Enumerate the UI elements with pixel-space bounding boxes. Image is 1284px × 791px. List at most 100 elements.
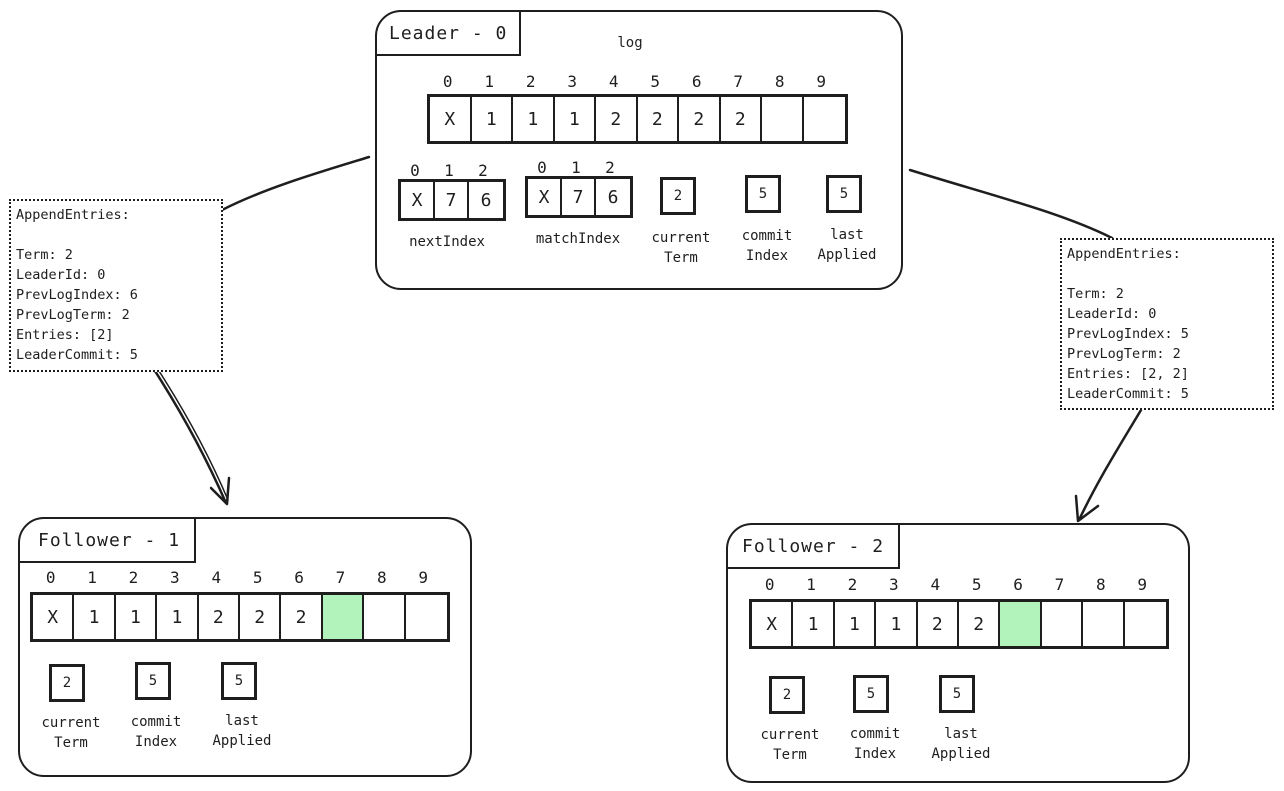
log-entry: X — [430, 97, 472, 141]
log-entry: X — [33, 595, 75, 639]
msg2-to-follower2-arrow — [1074, 408, 1143, 523]
log-entry: 2 — [959, 602, 1001, 646]
leader-log-label: log — [617, 35, 643, 51]
follower-1-commit-index: 5 — [135, 662, 171, 700]
leader-commit-index: 5 — [745, 175, 781, 213]
leader-node: Leader - 0 — [375, 10, 903, 290]
log-entry-highlighted — [322, 595, 365, 639]
index-label: 5 — [971, 575, 982, 594]
log-entry — [406, 595, 447, 639]
index-label: 9 — [418, 568, 429, 587]
message-line: PrevLogIndex: 6 — [16, 287, 138, 303]
follower-2-node: Follower - 2 — [726, 523, 1190, 783]
message-line: Term: 2 — [1067, 286, 1124, 302]
follower-1-last-applied: 5 — [221, 662, 257, 700]
message-line: LeaderCommit: 5 — [16, 347, 138, 363]
message-line: AppendEntries: — [16, 207, 130, 223]
index-label: 1 — [484, 72, 495, 91]
leader-to-msg1-line — [220, 155, 371, 212]
index-label: 8 — [377, 568, 387, 587]
index-label: 3 — [889, 575, 899, 594]
log-entry: 6 — [607, 186, 619, 208]
index-label: 6 — [1013, 575, 1023, 594]
msg1-to-follower1-arrow — [153, 369, 231, 506]
log-entry-highlighted — [1000, 602, 1042, 646]
log-entry: 6 — [480, 189, 492, 211]
follower-2-title: Follower - 2 — [728, 525, 901, 569]
index-label: 6 — [294, 568, 304, 587]
log-entry — [1083, 602, 1125, 646]
index-label: 7 — [733, 72, 744, 91]
index-label: 2 — [128, 568, 139, 587]
leader-current-term: 2 — [660, 177, 696, 215]
match-index-label: matchIndex — [535, 231, 621, 247]
index-label: 1 — [87, 568, 97, 587]
log-entry: 1 — [157, 595, 199, 639]
index-label: 0 — [410, 161, 420, 180]
message-line: LeaderId: 0 — [1067, 306, 1157, 322]
leader-title: Leader - 0 — [377, 12, 522, 56]
log-entry: 2 — [679, 97, 721, 141]
message-line: Term: 2 — [16, 247, 73, 263]
message-line: PrevLogTerm: 2 — [1067, 346, 1181, 362]
index-label: 4 — [608, 72, 619, 91]
follower-2-last-applied: 5 — [939, 675, 975, 713]
log-entry — [804, 97, 846, 141]
index-label: 0 — [764, 575, 775, 594]
index-label: 0 — [45, 568, 56, 587]
log-entry: 2 — [918, 602, 959, 646]
append-entries-to-follower-1: AppendEntries: Term: 2 LeaderId: 0 PrevLogI… — [9, 199, 223, 372]
message-line: PrevLogIndex: 5 — [1067, 326, 1189, 342]
log-entry: X — [752, 602, 794, 646]
log-entry: 1 — [74, 595, 116, 639]
follower-2-current-term: 2 — [769, 676, 805, 714]
index-label: 1 — [571, 158, 581, 177]
index-label: 3 — [170, 568, 180, 587]
index-label: 4 — [211, 568, 222, 587]
log-entry: 1 — [555, 97, 596, 141]
log-entry — [1042, 602, 1084, 646]
next-index-label: nextIndex — [409, 234, 485, 250]
index-label: 4 — [930, 575, 941, 594]
message-line — [1067, 264, 1267, 284]
log-entry: 1 — [793, 602, 835, 646]
index-label: 2 — [525, 72, 536, 91]
follower-2-commit-index: 5 — [853, 675, 889, 713]
log-entry — [762, 97, 804, 141]
log-entry: 1 — [876, 602, 918, 646]
log-entry: 7 — [435, 182, 469, 218]
log-entry: 1 — [116, 595, 158, 639]
log-entry: 2 — [638, 97, 679, 141]
index-label: 2 — [605, 158, 615, 177]
message-line: Entries: [2, 2] — [1067, 366, 1189, 382]
message-line: AppendEntries: — [1067, 246, 1181, 262]
index-label: 5 — [650, 72, 661, 91]
index-label: 9 — [816, 72, 827, 91]
index-label: 2 — [847, 575, 858, 594]
follower-1-title: Follower - 1 — [20, 519, 197, 563]
message-line: LeaderId: 0 — [16, 267, 106, 283]
message-line: PrevLogTerm: 2 — [16, 307, 130, 323]
index-label: 8 — [1096, 575, 1106, 594]
log-entry: 2 — [596, 97, 638, 141]
index-label: 5 — [252, 568, 263, 587]
log-entry: X — [528, 179, 562, 215]
message-line: Entries: [2] — [16, 327, 114, 343]
log-entry — [1125, 602, 1166, 646]
message-line — [16, 225, 216, 245]
